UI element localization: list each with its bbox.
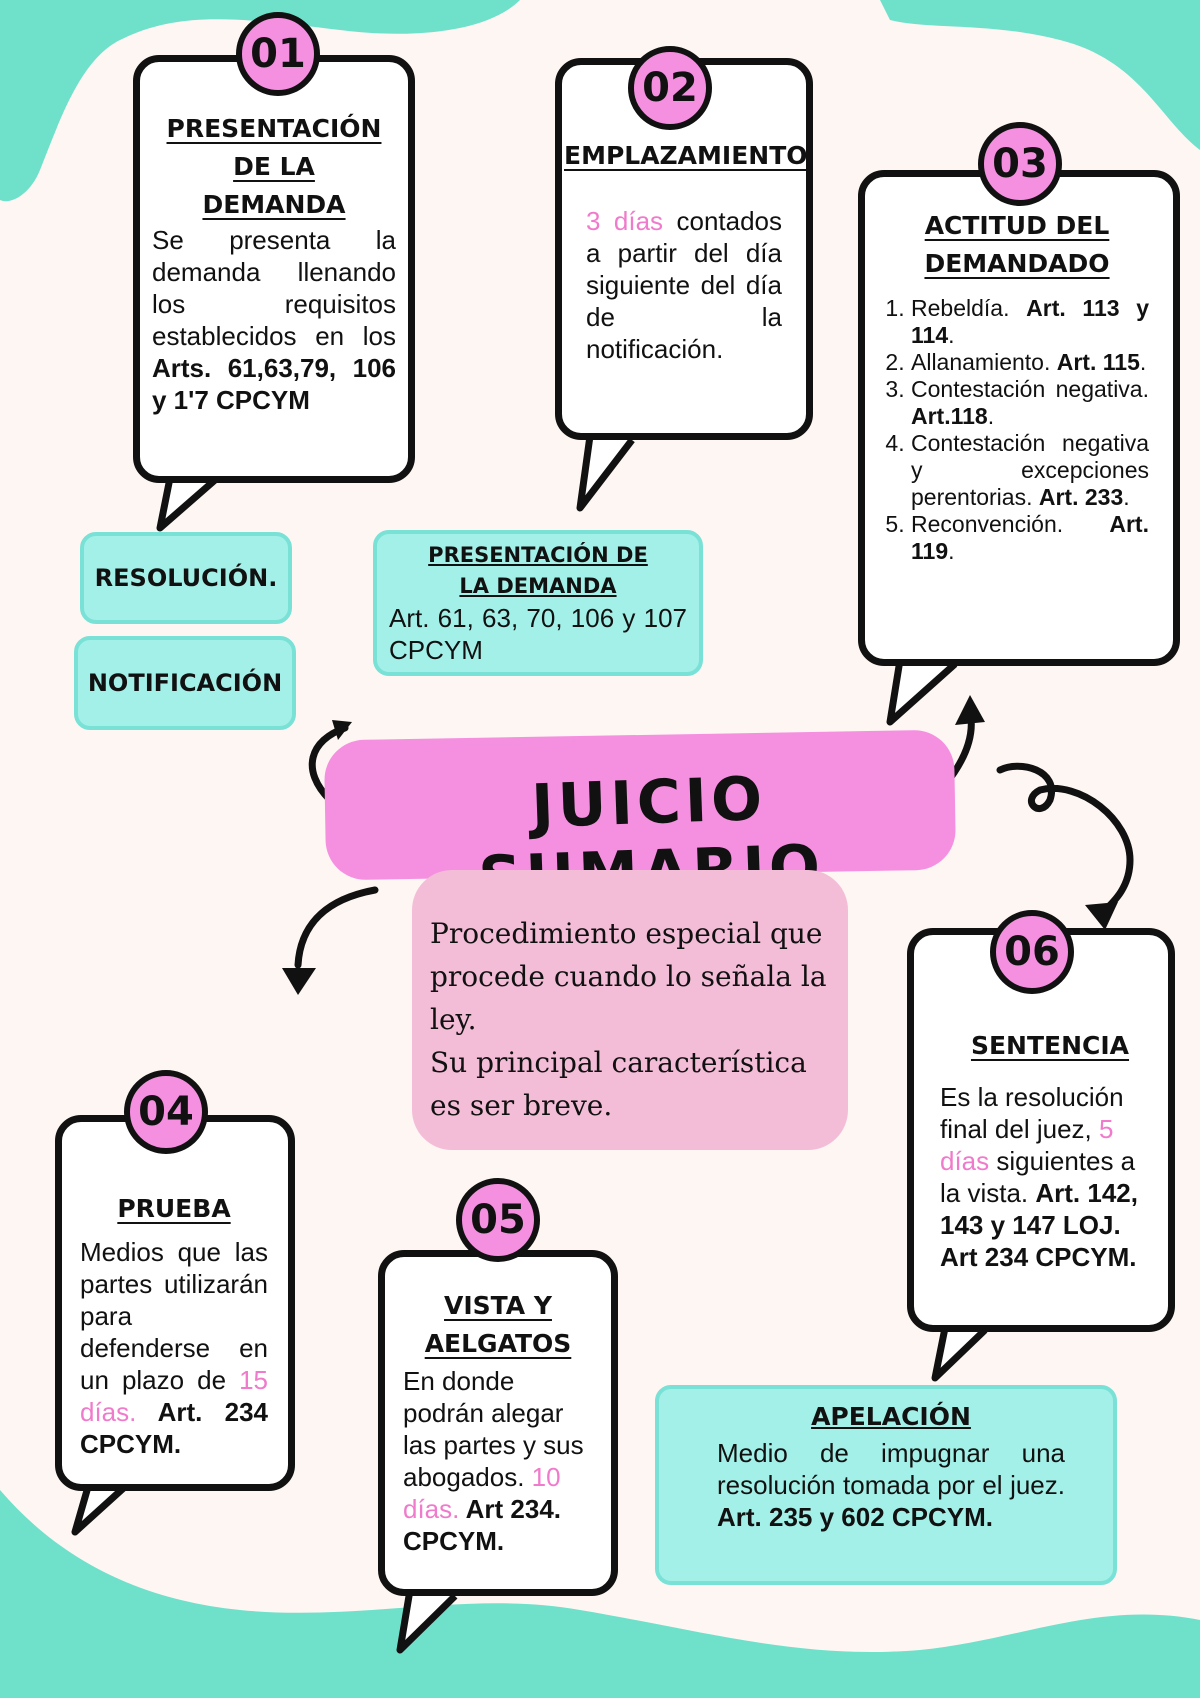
step-03-bubble: ACTITUD DEL DEMANDADO Rebeldía. Art. 113…	[858, 170, 1180, 666]
step-01-text: Se presenta la demanda llenando los requ…	[152, 225, 396, 415]
step-06-title: SENTENCIA	[970, 1031, 1130, 1060]
tail-05	[396, 1589, 458, 1654]
presentacion-box: PRESENTACIÓN DE LA DEMANDA Art. 61, 63, …	[373, 530, 703, 676]
resolucion-label: RESOLUCIÓN.	[94, 564, 278, 592]
step-04-title: PRUEBA	[117, 1194, 231, 1223]
tail-06	[931, 1327, 988, 1382]
apelacion-text: Medio de impugnar una resolución tomada …	[717, 1438, 1065, 1532]
notificacion-label: NOTIFICACIÓN	[87, 669, 283, 697]
step-01-bubble: PRESENTACIÓN DE LA DEMANDA Se presenta l…	[133, 55, 415, 483]
tail-04	[71, 1479, 131, 1536]
step-06-bubble: SENTENCIA Es la resolución final del jue…	[907, 928, 1175, 1332]
step-04-badge: 04	[124, 1070, 208, 1154]
presentacion-title: PRESENTACIÓN DE LA DEMANDA	[428, 543, 648, 598]
list-item: Contestación negativa. Art.118.	[911, 376, 1149, 430]
step-05-badge: 05	[456, 1178, 540, 1262]
description-box: Procedimiento especial que procede cuand…	[412, 870, 848, 1150]
description-line-2: Su principal característica es ser breve…	[430, 1046, 807, 1122]
step-02-text: 3 días contados a partir del día siguien…	[586, 206, 783, 364]
arrowhead-right-down	[1085, 902, 1118, 930]
arrowhead-left-down	[282, 968, 316, 995]
arrowhead-right-up	[955, 695, 985, 725]
tail-02	[576, 435, 635, 512]
step-03-badge: 03	[978, 122, 1062, 206]
arrowhead-left-up	[332, 720, 352, 740]
step-01-badge: 01	[236, 12, 320, 96]
apelacion-title: APELACIÓN	[811, 1402, 971, 1431]
step-04-bubble: PRUEBA Medios que las partes utilizarán …	[55, 1115, 295, 1491]
list-item: Reconvención. Art. 119.	[911, 511, 1149, 565]
list-item: Contestación negativa y excepciones pere…	[911, 430, 1149, 511]
step-01-title: PRESENTACIÓN DE LA DEMANDA	[166, 114, 382, 219]
step-05-title: VISTA Y AELGATOS	[424, 1291, 572, 1358]
step-03-list: Rebeldía. Art. 113 y 114. Allanamiento. …	[885, 295, 1149, 565]
step-05-bubble: VISTA Y AELGATOS En donde podrán alegar …	[378, 1250, 618, 1596]
list-item: Rebeldía. Art. 113 y 114.	[911, 295, 1149, 349]
tail-01	[156, 477, 218, 532]
resolucion-box: RESOLUCIÓN.	[80, 532, 292, 624]
description-line-1: Procedimiento especial que procede cuand…	[430, 917, 827, 1036]
step-04-text: Medios que las partes utilizarán para de…	[80, 1237, 268, 1459]
step-06-text: Es la resolución final del juez, 5 días …	[940, 1082, 1138, 1272]
notificacion-box: NOTIFICACIÓN	[74, 636, 296, 730]
tail-03	[886, 659, 958, 726]
step-03-title: ACTITUD DEL DEMANDADO	[924, 211, 1110, 278]
step-06-badge: 06	[990, 910, 1074, 994]
apelacion-box: APELACIÓN Medio de impugnar una resoluci…	[655, 1385, 1117, 1585]
presentacion-text: Art. 61, 63, 70, 106 y 107 CPCYM	[389, 603, 687, 665]
step-02-title: EMPLAZAMIENTO	[564, 141, 808, 170]
step-02-badge: 02	[628, 46, 712, 130]
step-05-text: En donde podrán alegar las partes y sus …	[403, 1366, 584, 1556]
list-item: Allanamiento. Art. 115.	[911, 349, 1149, 376]
